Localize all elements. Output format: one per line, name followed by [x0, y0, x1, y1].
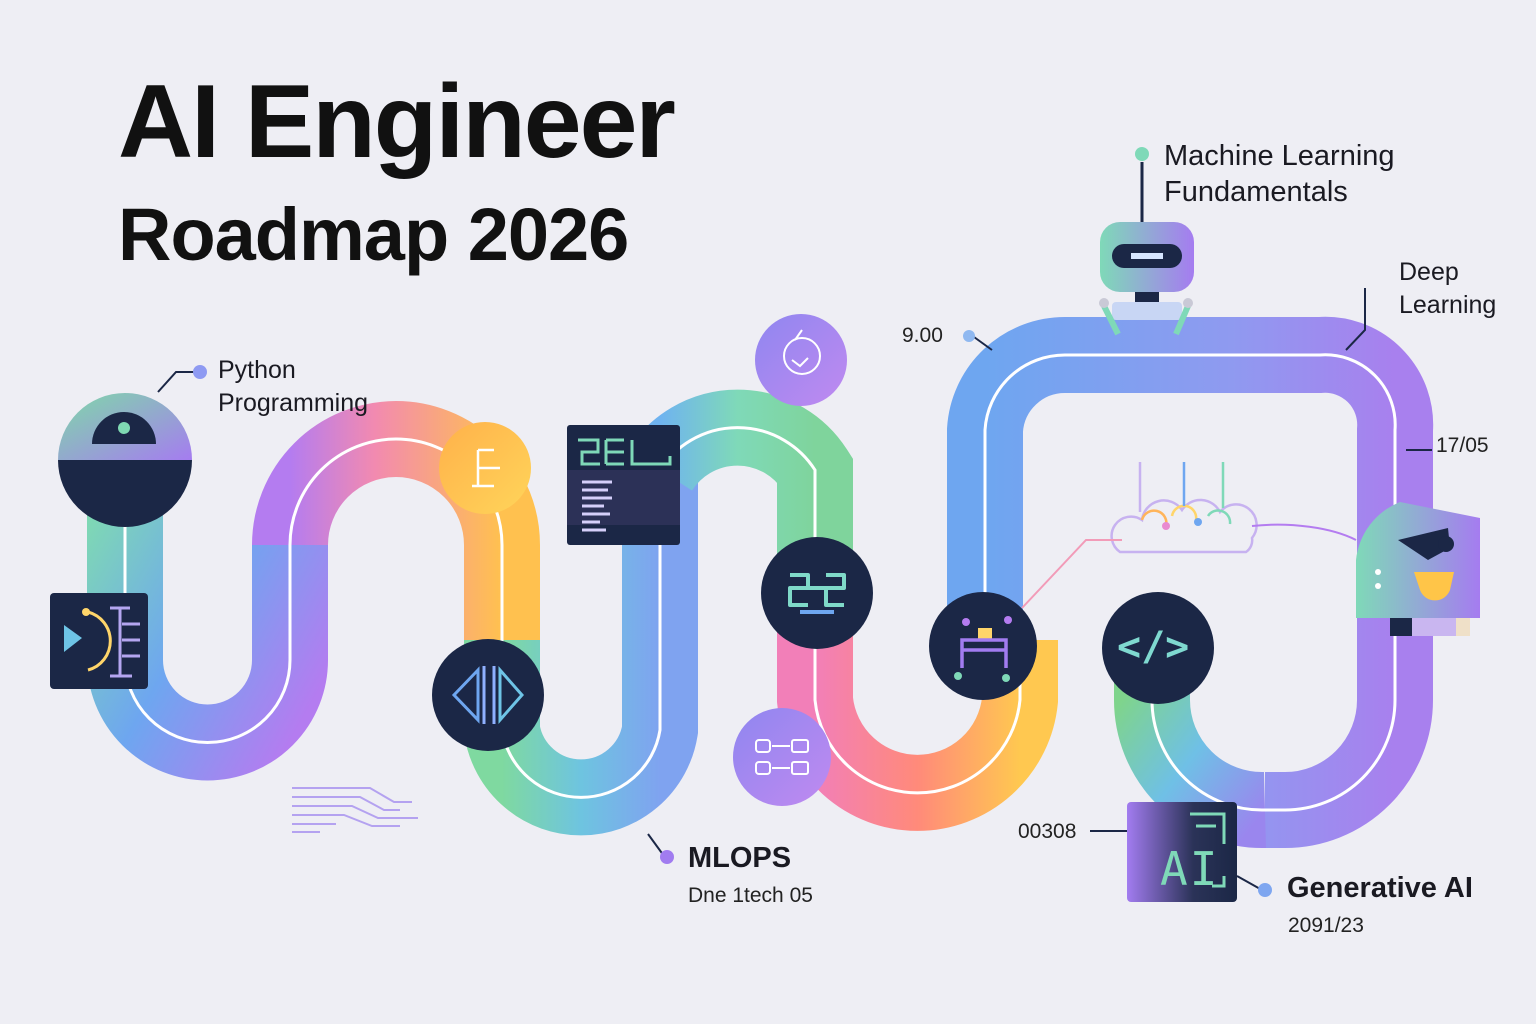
annotation-time: 9.00 — [902, 324, 943, 347]
code-glyph: </> — [1117, 624, 1190, 670]
annotation-code: 00308 — [1018, 820, 1077, 843]
milestone-genai-sub: 2091/23 — [1288, 914, 1364, 937]
python-dot — [193, 365, 207, 379]
milestone-mlops-sub: Dne 1tech 05 — [688, 884, 813, 907]
ml-dot — [1135, 147, 1149, 161]
brain-sketch-icon[interactable] — [755, 314, 847, 406]
milestone-ml-line2: Fundamentals — [1164, 176, 1348, 209]
python-dome-icon[interactable] — [58, 393, 192, 527]
code-tag-icon[interactable] — [1102, 592, 1214, 704]
sql-document-icon[interactable] — [567, 425, 680, 545]
time-dot — [963, 330, 975, 342]
page-title: AI Engineer — [118, 64, 676, 180]
milestone-ml[interactable]: Machine Learning Fundamentals — [1164, 138, 1395, 211]
annotation-date: 17/05 — [1436, 434, 1489, 457]
cloud-network-icon — [1021, 462, 1357, 609]
milestone-deep[interactable]: Deep Learning — [1399, 256, 1496, 321]
milestone-python[interactable]: Python Programming — [218, 354, 368, 419]
path-center-line — [123, 353, 1397, 812]
neural-circuit-icon[interactable] — [761, 537, 873, 649]
ai-badge-text: AI — [1160, 842, 1220, 896]
settings-toggle-icon[interactable] — [733, 708, 831, 806]
split-code-icon[interactable] — [432, 639, 544, 751]
flowchart-icon[interactable] — [439, 422, 531, 514]
milestone-genai-title[interactable]: Generative AI — [1287, 872, 1473, 904]
milestone-deep-line1: Deep — [1399, 258, 1459, 286]
ai-badge-icon[interactable] — [1127, 802, 1237, 902]
milestone-mlops-title[interactable]: MLOPS — [688, 842, 792, 874]
robot-arm-icon[interactable] — [929, 592, 1037, 700]
mlops-dot — [660, 850, 674, 864]
milestone-python-line2: Programming — [218, 388, 369, 417]
robot-head-icon[interactable] — [1099, 162, 1194, 336]
leader-lines — [157, 288, 1432, 891]
media-player-icon[interactable] — [50, 593, 148, 689]
robot-profile-icon[interactable] — [1356, 502, 1480, 636]
milestone-ml-line1: Machine Learning — [1164, 140, 1395, 172]
data-lines-decoration — [292, 787, 418, 833]
genai-dot — [1258, 883, 1272, 897]
milestone-deep-line2: Learning — [1399, 290, 1497, 319]
page-subtitle: Roadmap 2026 — [118, 193, 629, 276]
milestone-python-line1: Python — [218, 356, 296, 384]
